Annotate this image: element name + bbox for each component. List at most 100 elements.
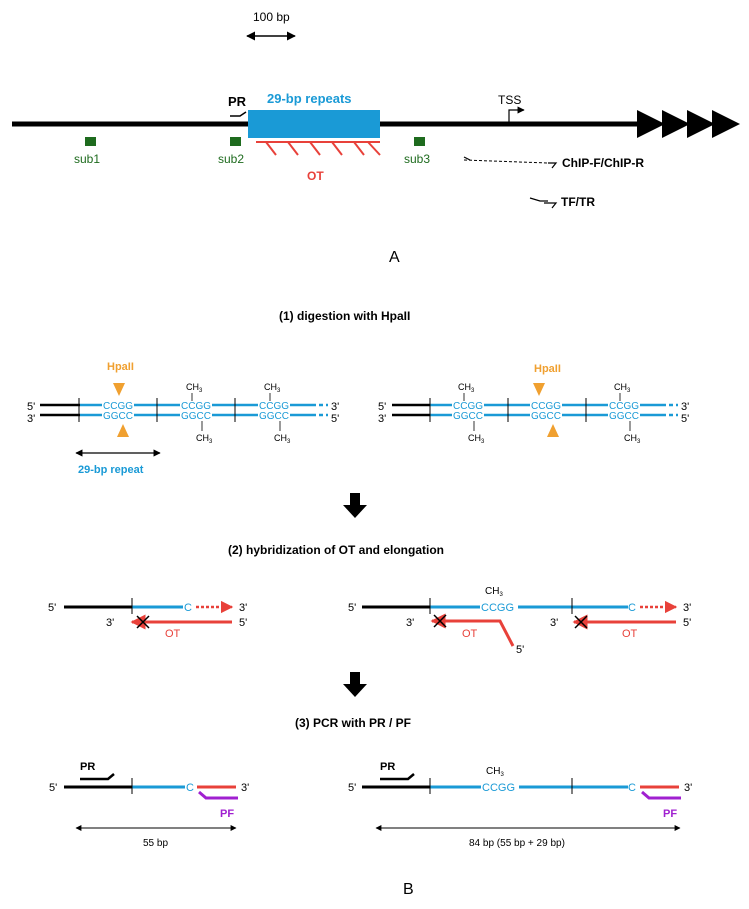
methyl-label: CH3 [624, 433, 641, 445]
step3-right: 5' CCGG CH3 C 3' PR PF 84 bp (55 bp + 29… [348, 761, 692, 849]
methyl-label: CH3 [196, 433, 213, 445]
s3r-methyl: CH3 [486, 766, 504, 778]
arrowhead-2 [662, 110, 690, 138]
s2r-ot-1: OT [462, 628, 478, 640]
tss-label: TSS [498, 93, 521, 107]
s2l-5prime: 5' [48, 602, 56, 614]
arrowhead-1 [637, 110, 665, 138]
site-ggcc: GGCC [609, 411, 639, 422]
tr-primer [544, 202, 558, 209]
left-3prime-top: 3' [331, 401, 339, 413]
tss-arrow [508, 106, 525, 124]
s3r-pr-primer [380, 773, 415, 781]
arrowhead-4 [712, 110, 740, 138]
step3-title: (3) PCR with PR / PF [295, 716, 411, 730]
sub3-label: sub3 [404, 152, 430, 166]
right-5prime: 5' [378, 401, 386, 413]
site-ggcc: GGCC [103, 411, 133, 422]
s2r-ccgg: CCGG [481, 602, 514, 614]
step3-left: 5' C 3' PR PF 55 bp [49, 761, 249, 849]
panel-a: 100 bp 29-bp repeats PR TSS sub1 sub2 su… [12, 10, 740, 266]
sub1-label: sub1 [74, 152, 100, 166]
repeat-span-label: 29-bp repeat [78, 464, 144, 476]
scale-label: 100 bp [253, 10, 290, 24]
arrowhead-3 [687, 110, 715, 138]
s3l-5prime: 5' [49, 782, 57, 794]
step2-left: 5' C 3' 3' 5' OT [48, 598, 247, 640]
chip-f-primer [463, 156, 471, 161]
s3l-size: 55 bp [143, 838, 168, 849]
site-ggcc: GGCC [453, 411, 483, 422]
s3l-pf-primer [198, 790, 238, 800]
s3r-pf-primer [641, 790, 681, 800]
s2r-5prime-branch: 5' [516, 644, 524, 656]
hpaii-cut-bottom-right [547, 424, 559, 437]
hpaii-cut-top-right [533, 383, 545, 396]
chip-amplicon [463, 159, 549, 164]
site-ccgg: CCGG [103, 401, 133, 412]
step2-title: (2) hybridization of OT and elongation [228, 543, 444, 557]
s2r-5prime: 5' [348, 602, 356, 614]
flow-arrow-2 [343, 672, 367, 697]
methyl-label: CH3 [458, 382, 475, 394]
site-ggcc: GGCC [259, 411, 289, 422]
s2r-methyl: CH3 [485, 586, 503, 598]
site-ccgg: CCGG [181, 401, 211, 412]
pr-primer [230, 111, 247, 117]
methyl-label: CH3 [468, 433, 485, 445]
s3r-c: C [628, 782, 636, 794]
no-elongation-x [136, 615, 150, 629]
s2r-3prime-top: 3' [683, 602, 691, 614]
right-3prime-bottom: 3' [378, 413, 386, 425]
right-3prime-top: 3' [681, 401, 689, 413]
step-1: (1) digestion with HpaII 5' 3' 3' 5' CCG… [27, 309, 689, 476]
s3l-pf-label: PF [220, 808, 234, 820]
s2r-ot-2: OT [622, 628, 638, 640]
s2r-c: C [628, 602, 636, 614]
left-5prime-bottom: 5' [331, 413, 339, 425]
sub1-marker [85, 137, 96, 146]
step2-right: 5' CCGG CH3 C 3' 3' OT 5' 3' OT 5' [348, 586, 691, 656]
s2l-ot: OT [165, 628, 181, 640]
panel-b-label: B [403, 881, 414, 898]
hpaii-label-right: HpaII [534, 363, 561, 375]
site-ccgg: CCGG [259, 401, 289, 412]
s3l-3prime: 3' [241, 782, 249, 794]
s2r-5prime-bottom: 5' [683, 617, 691, 629]
methyl-label: CH3 [614, 382, 631, 394]
s2r-3prime-mid: 3' [550, 617, 558, 629]
ot-binding-sites [256, 141, 381, 156]
sub2-marker [230, 137, 241, 146]
s3l-c: C [186, 782, 194, 794]
sub3-marker [414, 137, 425, 146]
no-elongation-x [433, 614, 447, 628]
s3r-ccgg: CCGG [482, 782, 515, 794]
site-ccgg: CCGG [531, 401, 561, 412]
hpaii-cut-bottom-left [117, 424, 129, 437]
pr-label: PR [228, 94, 247, 109]
site-ccgg: CCGG [453, 401, 483, 412]
left-5prime: 5' [27, 401, 35, 413]
s2l-5prime-bottom: 5' [239, 617, 247, 629]
step1-title: (1) digestion with HpaII [279, 309, 410, 323]
step-2: (2) hybridization of OT and elongation 5… [48, 543, 691, 656]
tf-primer [529, 197, 548, 202]
s3r-5prime: 5' [348, 782, 356, 794]
flow-arrow-1 [343, 493, 367, 518]
repeats-box [248, 110, 380, 138]
s3l-pr-primer [80, 773, 115, 781]
repeats-label: 29-bp repeats [267, 91, 352, 106]
s2l-c: C [184, 602, 192, 614]
s3r-pr-label: PR [380, 761, 395, 773]
chip-label: ChIP-F/ChIP-R [562, 156, 644, 170]
site-ggcc: GGCC [531, 411, 561, 422]
hpaii-cut-top-left [113, 383, 125, 396]
s3r-size: 84 bp (55 bp + 29 bp) [469, 838, 565, 849]
step1-left-molecule: 5' 3' 3' 5' CCGG GGCC CCGG GGCC CCGG [27, 361, 339, 476]
chip-r-primer [548, 162, 558, 169]
s3l-pr-label: PR [80, 761, 95, 773]
step-3: (3) PCR with PR / PF 5' C 3' PR PF 55 bp… [49, 716, 692, 898]
methyl-label: CH3 [264, 382, 281, 394]
s3r-pf-label: PF [663, 808, 677, 820]
